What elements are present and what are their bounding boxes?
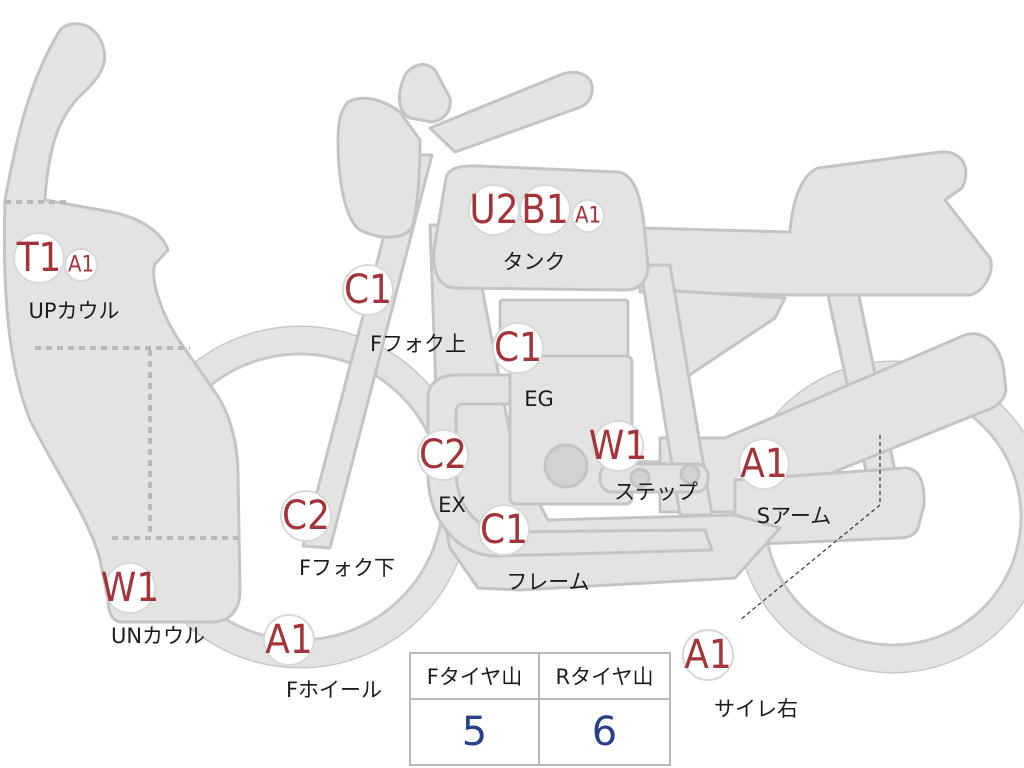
- badge-fork-upper-c1: C1: [342, 264, 394, 316]
- badge-code: B1: [521, 187, 569, 233]
- badge-code: T1: [16, 235, 62, 281]
- label-upcowl: UPカウル: [28, 299, 119, 323]
- front-tire-header: Fタイヤ山: [411, 654, 540, 700]
- badge-step-w1: W1: [589, 420, 647, 472]
- label-tank: タンク: [503, 250, 566, 274]
- badge-code: A1: [68, 253, 94, 278]
- handlebar: [428, 70, 594, 154]
- badge-code: W1: [589, 423, 647, 469]
- badge-fork-lower-c2: C2: [280, 490, 332, 542]
- badge-tank-b1: B1: [519, 184, 571, 236]
- label-ex: EX: [438, 493, 466, 517]
- front-tire-value: 5: [411, 700, 540, 764]
- badge-code: A1: [575, 204, 601, 229]
- rear-tire-value: 6: [591, 709, 618, 755]
- tire-tread-table: Fタイヤ山 Rタイヤ山 5 6: [409, 652, 671, 766]
- badge-fwheel-a1: A1: [263, 614, 315, 666]
- label-fwheel: Fホイール: [286, 678, 382, 702]
- badge-circle: [342, 264, 394, 316]
- badge-circle: [417, 429, 469, 481]
- badge-circle: [263, 614, 315, 666]
- badge-circle: [519, 184, 571, 236]
- badge-code: C1: [344, 267, 392, 313]
- upper-cowl: [2, 22, 242, 624]
- label-fork-lower: Fフォク下: [299, 556, 395, 580]
- badge-circle: [492, 322, 544, 374]
- badge-code: W1: [101, 565, 159, 611]
- badge-eg-c1: C1: [492, 322, 544, 374]
- engine-cover: [543, 443, 589, 489]
- badge-ex-c2: C2: [417, 429, 469, 481]
- badge-code: C2: [282, 493, 330, 539]
- badge-muffler-a1: A1: [682, 629, 734, 681]
- badge-circle: [13, 232, 65, 284]
- rear-tire-header: Rタイヤ山: [540, 654, 669, 700]
- badge-circle: [478, 504, 530, 556]
- label-eg: EG: [524, 387, 554, 411]
- badge-upcowl-a1: A1: [64, 248, 98, 282]
- step-peg-right: [679, 463, 701, 485]
- label-undercowl: UNカウル: [111, 624, 205, 648]
- frame-rear-rail: [638, 263, 714, 517]
- badge-code: C1: [494, 325, 542, 371]
- badge-circle: [64, 248, 98, 282]
- badge-circle: [682, 629, 734, 681]
- badge-circle: [104, 562, 156, 614]
- muffler-leader-line: [739, 435, 881, 621]
- badge-swingarm-a1: A1: [738, 438, 790, 490]
- badge-frame-c1: C1: [478, 504, 530, 556]
- badge-circle: [592, 420, 644, 472]
- label-swingarm: Sアーム: [757, 504, 831, 528]
- step-peg-left: [629, 467, 651, 489]
- muffler: [733, 466, 926, 547]
- badge-code: A1: [684, 632, 732, 678]
- badge-circle: [738, 438, 790, 490]
- label-frame: フレーム: [506, 570, 589, 594]
- badge-code: A1: [740, 441, 788, 487]
- badge-code: U2: [469, 187, 518, 233]
- label-step: ステップ: [614, 480, 698, 504]
- headlight-cowl: [336, 96, 422, 239]
- badge-undercowl-w1: W1: [101, 562, 159, 614]
- badge-tank-a1: A1: [571, 199, 605, 233]
- badge-code: C1: [480, 507, 528, 553]
- label-muffler: サイレ右: [714, 697, 798, 721]
- badge-circle: [571, 199, 605, 233]
- mirror: [397, 63, 452, 124]
- badge-circle: [280, 490, 332, 542]
- seat: [638, 150, 993, 297]
- badge-code: A1: [265, 617, 313, 663]
- badge-tank-u2: U2: [468, 184, 520, 236]
- badge-upcowl-t1: T1: [13, 232, 65, 284]
- exhaust-pipe: [426, 373, 714, 558]
- front-fork: [301, 153, 434, 550]
- badge-code: C2: [419, 432, 467, 478]
- label-fork-upper: Fフォク上: [370, 332, 466, 356]
